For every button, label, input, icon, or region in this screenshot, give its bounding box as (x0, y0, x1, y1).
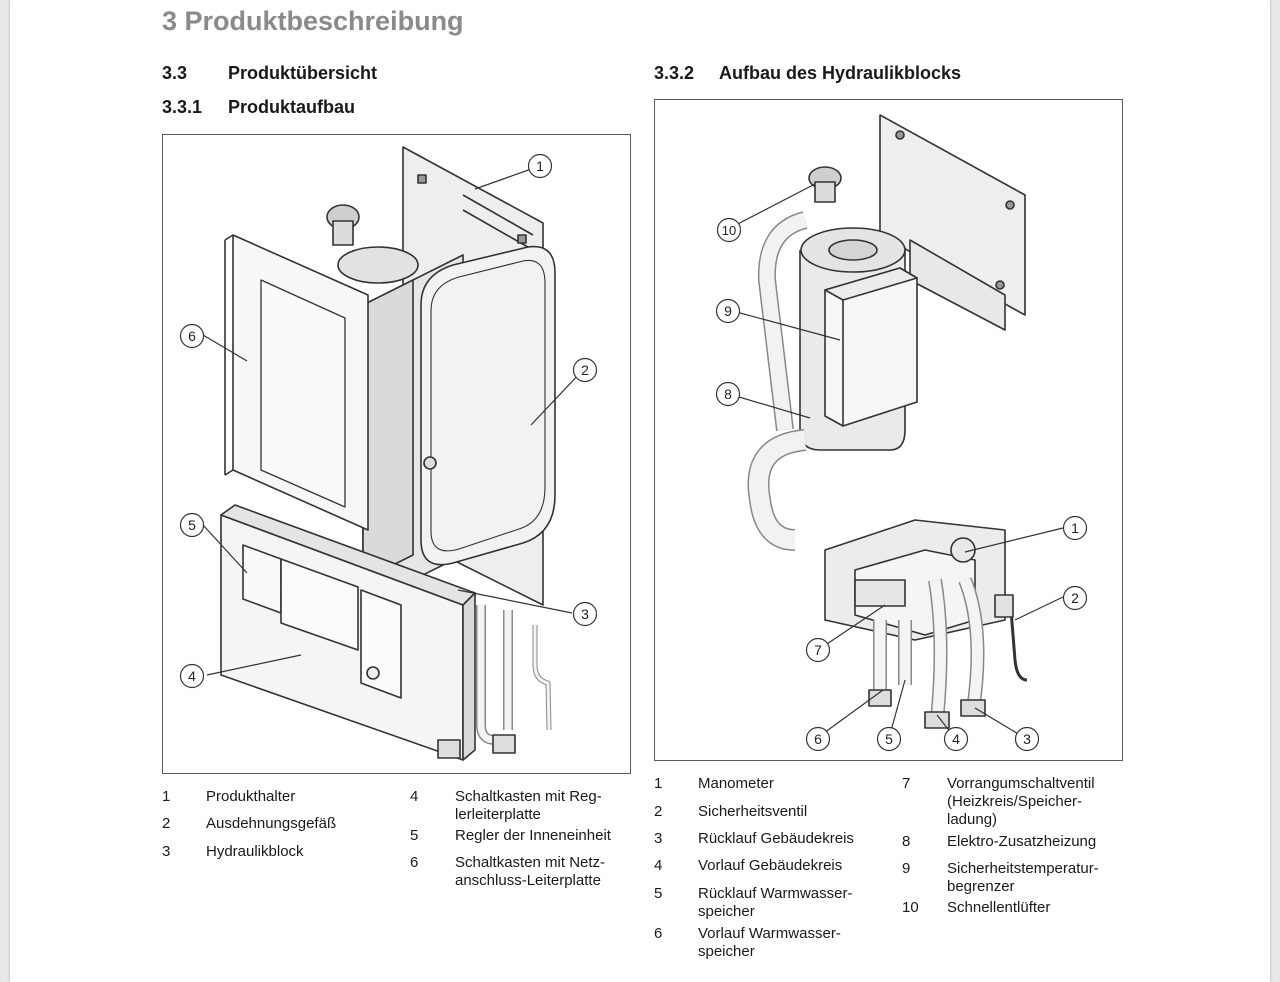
legend-number: 6 (410, 854, 419, 871)
expansion-vessel-shape (420, 245, 556, 566)
svg-text:4: 4 (952, 731, 960, 747)
product-structure-figure: 1 2 3 4 5 6 (162, 134, 631, 774)
legend-number: 4 (654, 857, 663, 874)
legend-text: Produkthalter (206, 788, 296, 805)
callout-4: 4 (179, 663, 205, 689)
legend-number: 10 (902, 899, 919, 916)
svg-text:6: 6 (188, 328, 196, 344)
callout-5: 5 (179, 512, 205, 538)
legend-number: 9 (902, 860, 911, 877)
svg-text:5: 5 (188, 517, 196, 533)
section-heading-3-3-2: 3.3.2 Aufbau des Hydraulikblocks (654, 63, 961, 84)
legend-number: 3 (654, 830, 663, 847)
callout-3: 3 (572, 601, 598, 627)
svg-text:2: 2 (581, 362, 589, 378)
legend-text: Schaltkasten mit Reg- lerleiterplatte (455, 788, 602, 823)
section-title: Produktübersicht (228, 63, 378, 83)
svg-text:7: 7 (814, 642, 822, 658)
svg-text:5: 5 (885, 731, 893, 747)
legend-text: Rücklauf Gebäudekreis (698, 830, 854, 847)
callout-7: 7 (805, 637, 831, 663)
legend-text: Ausdehnungsgefäß (206, 815, 337, 832)
callout-8: 8 (715, 381, 741, 407)
callout-markers: 1 2 3 4 5 6 (179, 153, 598, 689)
section-title: Aufbau des Hydraulikblocks (719, 63, 962, 83)
callout-3: 3 (1014, 726, 1040, 752)
svg-text:3: 3 (581, 606, 589, 622)
hydraulic-block-drawing: 1 2 3 4 5 6 7 8 9 10 (715, 114, 1088, 752)
section-heading-3-3-1: 3.3.1 Produktaufbau (162, 97, 355, 118)
callout-2: 2 (1062, 585, 1088, 611)
svg-text:9: 9 (724, 303, 732, 319)
hydraulic-block-figure: 1 2 3 4 5 6 7 8 9 10 (654, 99, 1123, 761)
legend-text: Rücklauf Warmwasser- speicher (698, 885, 853, 920)
section-number: 3.3 (162, 63, 188, 83)
svg-text:8: 8 (724, 386, 732, 402)
legend-text: Hydraulikblock (206, 843, 304, 860)
legend-text: Vorrangumschaltventil (Heizkreis/Speiche… (947, 775, 1095, 828)
legend-text: Regler der Inneneinheit (455, 827, 611, 844)
callout-1: 1 (1062, 515, 1088, 541)
section-heading-3-3: 3.3 Produktübersicht (162, 63, 377, 84)
legend-number: 7 (902, 775, 911, 792)
legend-number: 3 (162, 843, 171, 860)
legend-number: 8 (902, 833, 911, 850)
section-title: Produktaufbau (228, 97, 356, 117)
section-number: 3.3.2 (654, 63, 695, 83)
legend-number: 4 (410, 788, 419, 805)
legend-text: Vorlauf Gebäudekreis (698, 857, 843, 874)
legend-number: 6 (654, 925, 663, 942)
callout-10: 10 (716, 217, 742, 243)
legend-text: Manometer (698, 775, 774, 792)
callout-6: 6 (805, 726, 831, 752)
callout-5: 5 (876, 726, 902, 752)
legend-text: Schaltkasten mit Netz- anschluss-Leiterp… (455, 854, 606, 889)
svg-text:2: 2 (1071, 590, 1079, 606)
product-structure-drawing: 1 2 3 4 5 6 (179, 146, 598, 761)
svg-text:3: 3 (1023, 731, 1031, 747)
svg-text:1: 1 (1071, 520, 1079, 536)
callout-1: 1 (527, 153, 553, 179)
chapter-title: 3 Produktbeschreibung (162, 6, 464, 36)
svg-text:6: 6 (814, 731, 822, 747)
legend-number: 5 (654, 885, 663, 902)
callout-9: 9 (715, 298, 741, 324)
legend-text: Sicherheitstemperatur- begrenzer (947, 860, 1099, 895)
callout-6: 6 (179, 323, 205, 349)
legend-text: Sicherheitsventil (698, 803, 808, 820)
legend-number: 2 (654, 803, 663, 820)
callout-4: 4 (943, 726, 969, 752)
legend-text: Schnellentlüfter (947, 899, 1051, 916)
svg-text:10: 10 (722, 223, 736, 238)
legend-number: 2 (162, 815, 171, 832)
section-number: 3.3.1 (162, 97, 203, 117)
legend-text: Elektro-Zusatzheizung (947, 833, 1097, 850)
legend-number: 1 (162, 788, 171, 805)
callout-markers: 1 2 3 4 5 6 7 8 9 10 (715, 217, 1088, 752)
svg-text:4: 4 (188, 668, 196, 684)
legend-number: 5 (410, 827, 419, 844)
legend-number: 1 (654, 775, 663, 792)
svg-text:1: 1 (536, 158, 544, 174)
legend-text: Vorlauf Warmwasser- speicher (698, 925, 841, 960)
callout-2: 2 (572, 357, 598, 383)
document-page: 3 Produktbeschreibung 3.3 Produktübersich… (10, 0, 1270, 982)
